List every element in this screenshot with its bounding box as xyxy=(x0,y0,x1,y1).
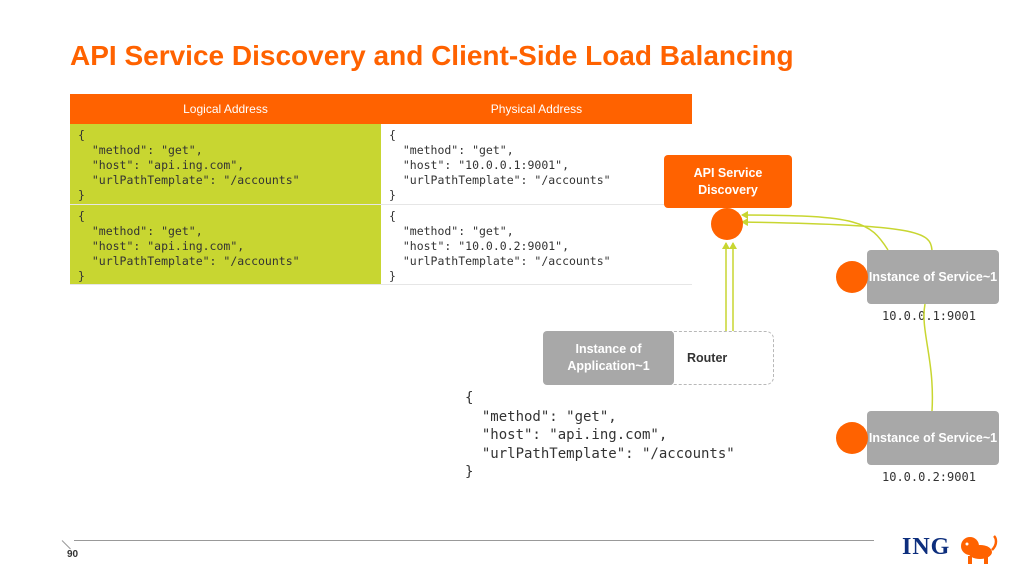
service-discovery-label: API Service Discovery xyxy=(693,165,763,197)
column-header-physical: Physical Address xyxy=(381,94,692,124)
page-number: 90 xyxy=(67,549,79,560)
physical-address-cell: { "method": "get", "host": "10.0.0.2:900… xyxy=(381,204,692,285)
service-instance-1-label: Instance of Service~1 xyxy=(868,269,998,284)
logical-address-json: { "method": "get", "host": "api.ing.com"… xyxy=(78,208,300,283)
application-instance-box: Instance of Application~1 xyxy=(543,331,674,385)
router-label: Router xyxy=(687,351,728,365)
service-instance-2-address: 10.0.0.2:9001 xyxy=(882,470,976,484)
ing-logo: ING xyxy=(902,530,998,564)
request-json: { "method": "get", "host": "api.ing.com"… xyxy=(465,390,735,480)
service-2-endpoint-circle xyxy=(836,422,868,454)
physical-address-cell: { "method": "get", "host": "10.0.0.1:900… xyxy=(381,124,692,205)
application-instance-label: Instance of Application~1 xyxy=(567,342,650,373)
column-header-logical: Logical Address xyxy=(70,94,381,124)
table-row: { "method": "get", "host": "api.ing.com"… xyxy=(70,124,692,205)
lion-icon xyxy=(961,535,998,564)
footer-rule xyxy=(74,540,874,541)
discovery-endpoint-circle xyxy=(711,208,743,240)
footer-tick xyxy=(61,540,71,550)
logo-text: ING xyxy=(902,533,951,560)
address-table: Logical Address Physical Address { "meth… xyxy=(70,94,692,285)
service-1-endpoint-circle xyxy=(836,261,868,293)
service-2-registration-arrow xyxy=(741,218,933,251)
service-instance-2-label: Instance of Service~1 xyxy=(868,430,998,445)
table-row: { "method": "get", "host": "api.ing.com"… xyxy=(70,204,692,285)
logical-address-cell: { "method": "get", "host": "api.ing.com"… xyxy=(70,124,381,205)
table-header-row: Logical Address Physical Address xyxy=(70,94,692,124)
service-instance-1-box: Instance of Service~1 xyxy=(867,250,999,304)
logical-address-cell: { "method": "get", "host": "api.ing.com"… xyxy=(70,204,381,285)
physical-address-json: { "method": "get", "host": "10.0.0.1:900… xyxy=(389,128,611,202)
service-instance-2-box: Instance of Service~1 xyxy=(867,411,999,465)
slide-title: API Service Discovery and Client-Side Lo… xyxy=(70,40,794,71)
service-instance-1-address: 10.0.0.1:9001 xyxy=(882,309,976,323)
physical-address-json: { "method": "get", "host": "10.0.0.2:900… xyxy=(389,208,611,283)
logical-address-json: { "method": "get", "host": "api.ing.com"… xyxy=(78,128,300,202)
service-1-registration-arrow xyxy=(741,211,889,251)
service-discovery-box: API Service Discovery xyxy=(664,155,792,208)
